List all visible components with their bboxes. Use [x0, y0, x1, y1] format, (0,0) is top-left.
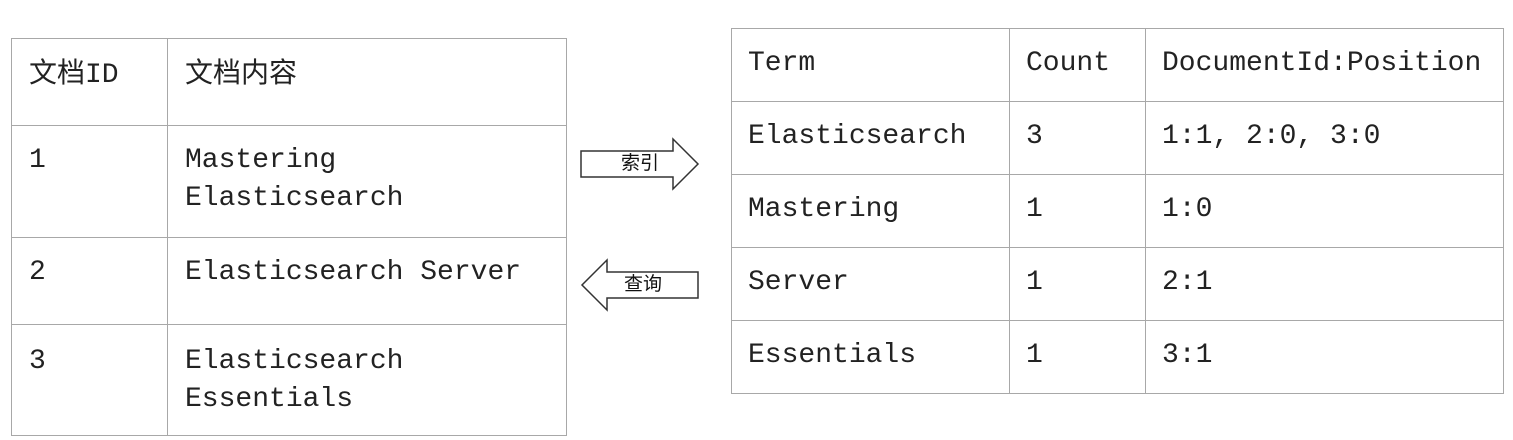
- term: Essentials: [748, 340, 917, 371]
- doc-content-cell: Elasticsearch Server: [167, 237, 567, 325]
- term-cell: Elasticsearch: [731, 101, 1010, 175]
- header-cell-term: Term: [731, 28, 1010, 102]
- count-cell: 3: [1009, 101, 1146, 175]
- table-row: Mastering 1 1:0: [731, 174, 1504, 248]
- table-row: Essentials 1 3:1: [731, 320, 1504, 394]
- count: 1: [1026, 194, 1043, 225]
- header-cell-doc-id: 文档ID: [11, 38, 168, 126]
- positions: 2:1: [1162, 267, 1213, 298]
- inverted-index-table: Term Count DocumentId:Position Elasticse…: [731, 28, 1504, 394]
- index-arrow-label: 索引: [621, 152, 660, 174]
- count-cell: 1: [1009, 247, 1146, 321]
- header-label: DocumentId:Position: [1162, 48, 1482, 79]
- count-cell: 1: [1009, 174, 1146, 248]
- doc-content: Mastering Elasticsearch: [185, 145, 404, 214]
- doc-content-cell: Mastering Elasticsearch: [167, 125, 567, 238]
- doc-id: 2: [29, 257, 46, 288]
- index-arrow: 索引: [579, 137, 701, 191]
- positions: 1:0: [1162, 194, 1213, 225]
- table-header-row: Term Count DocumentId:Position: [731, 28, 1504, 102]
- doc-content: Elasticsearch Essentials: [185, 346, 404, 415]
- header-label: Count: [1026, 48, 1111, 79]
- header-label: Term: [748, 48, 816, 79]
- positions-cell: 1:0: [1145, 174, 1504, 248]
- table-row: 1 Mastering Elasticsearch: [11, 125, 567, 238]
- term: Mastering: [748, 194, 900, 225]
- count-cell: 1: [1009, 320, 1146, 394]
- positions: 3:1: [1162, 340, 1213, 371]
- term: Elasticsearch: [748, 121, 967, 152]
- header-label: 文档内容: [185, 60, 298, 91]
- count: 3: [1026, 121, 1043, 152]
- doc-id-cell: 3: [11, 324, 168, 436]
- positions-cell: 1:1, 2:0, 3:0: [1145, 101, 1504, 175]
- table-header-row: 文档ID 文档内容: [11, 38, 567, 126]
- query-arrow-label: 查询: [624, 273, 663, 295]
- count: 1: [1026, 267, 1043, 298]
- term-cell: Mastering: [731, 174, 1010, 248]
- table-row: Server 1 2:1: [731, 247, 1504, 321]
- table-row: Elasticsearch 3 1:1, 2:0, 3:0: [731, 101, 1504, 175]
- doc-content-cell: Elasticsearch Essentials: [167, 324, 567, 436]
- header-label: 文档ID: [29, 60, 119, 91]
- doc-id: 1: [29, 145, 46, 176]
- header-cell-positions: DocumentId:Position: [1145, 28, 1504, 102]
- count: 1: [1026, 340, 1043, 371]
- positions-cell: 3:1: [1145, 320, 1504, 394]
- documents-table: 文档ID 文档内容 1 Mastering Elasticsearch 2 El…: [11, 38, 567, 436]
- left-arrow-icon: [580, 258, 699, 312]
- term-cell: Server: [731, 247, 1010, 321]
- doc-id: 3: [29, 346, 46, 377]
- term: Server: [748, 267, 849, 298]
- doc-id-cell: 1: [11, 125, 168, 238]
- query-arrow: 查询: [579, 258, 701, 312]
- header-cell-count: Count: [1009, 28, 1146, 102]
- header-cell-doc-content: 文档内容: [167, 38, 567, 126]
- table-row: 3 Elasticsearch Essentials: [11, 324, 567, 436]
- doc-id-cell: 2: [11, 237, 168, 325]
- term-cell: Essentials: [731, 320, 1010, 394]
- table-row: 2 Elasticsearch Server: [11, 237, 567, 325]
- positions: 1:1, 2:0, 3:0: [1162, 121, 1381, 152]
- doc-content: Elasticsearch Server: [185, 257, 522, 288]
- positions-cell: 2:1: [1145, 247, 1504, 321]
- right-arrow-icon: [580, 137, 700, 191]
